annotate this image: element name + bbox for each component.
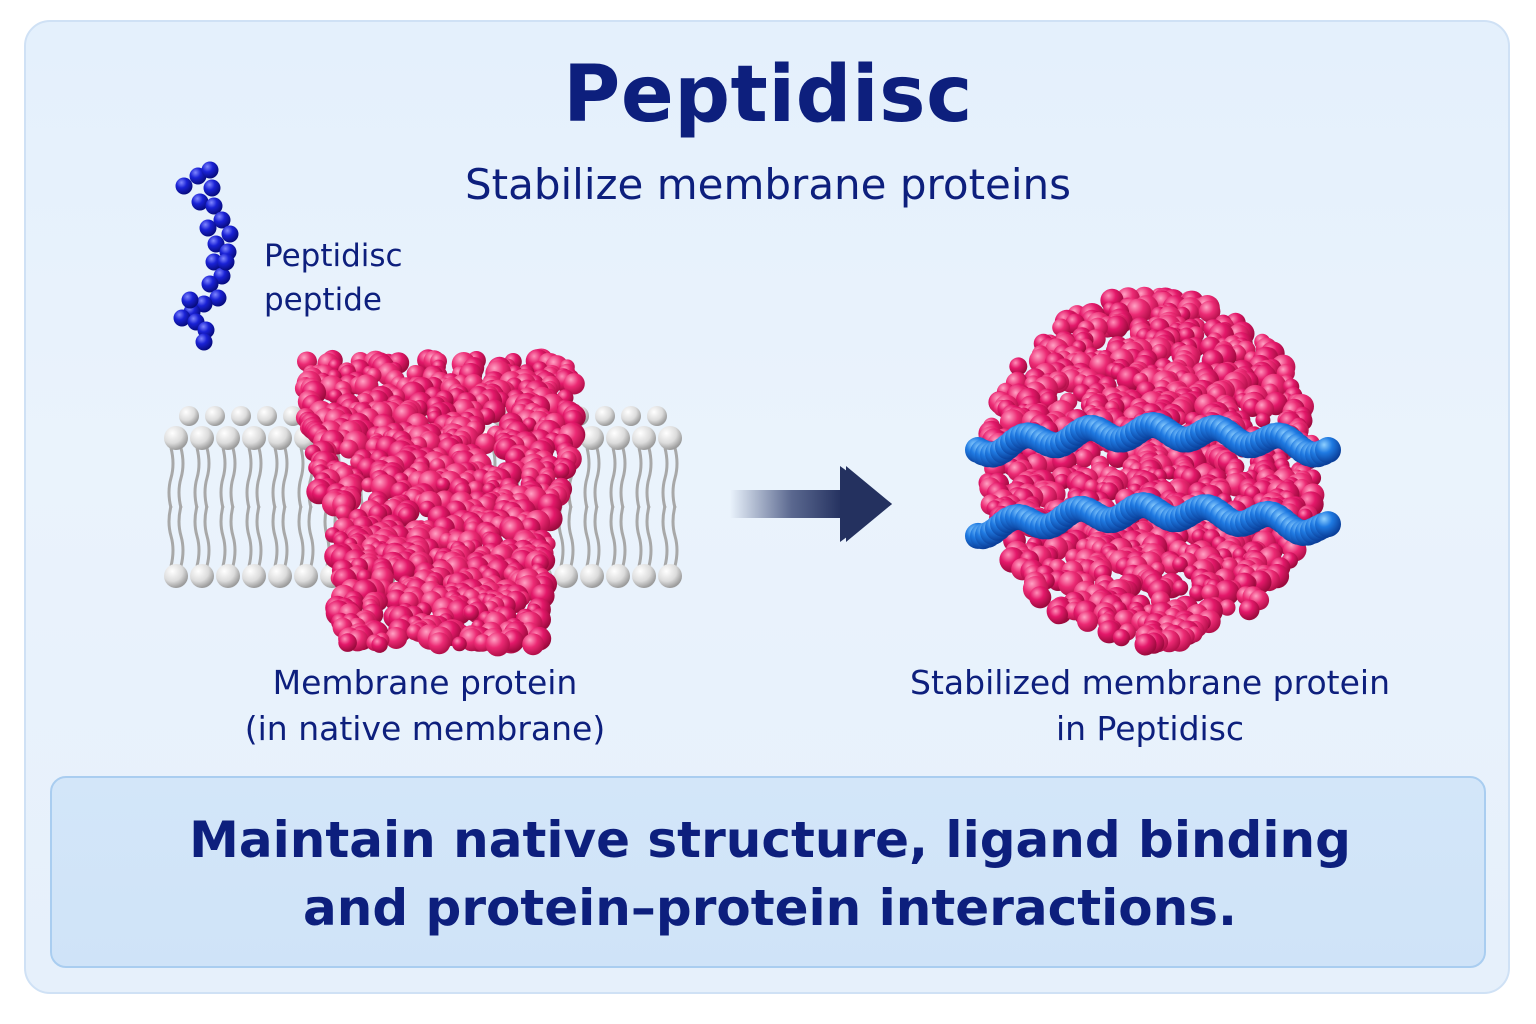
membrane-protein-caption: Membrane protein (in native membrane) [244,663,606,748]
peptide-icon [173,161,239,351]
page-title: Peptidisc [563,50,973,140]
key-message-box: Maintain native structure, ligand bindin… [50,776,1486,968]
arrow-right-icon [730,466,892,542]
stabilized-protein-caption: Stabilized membrane protein in Peptidisc [910,663,1390,748]
key-message: Maintain native structure, ligand bindin… [189,811,1351,937]
peptide-label: Peptidisc peptide [264,238,403,318]
page-subtitle: Stabilize membrane proteins [464,160,1072,209]
peptidisc-complex-icon [965,286,1341,656]
membrane-protein-icon [294,348,586,657]
